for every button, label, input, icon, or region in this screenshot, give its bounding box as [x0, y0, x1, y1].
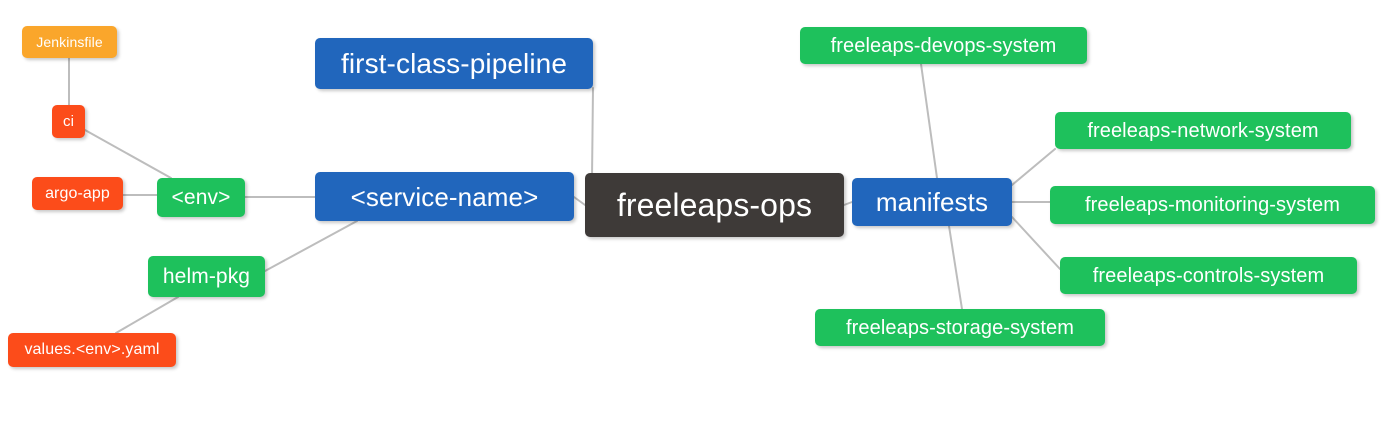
node-jenkinsfile[interactable]: Jenkinsfile — [22, 26, 117, 58]
node-label-argo-app: argo-app — [45, 184, 110, 202]
node-first-class-pipeline[interactable]: first-class-pipeline — [315, 38, 593, 89]
node-label-freeleaps-ops: freeleaps-ops — [616, 187, 813, 223]
edge-manifests-to-freeleaps-devops-system — [920, 63, 938, 179]
node-env[interactable]: <env> — [157, 178, 245, 217]
node-argo-app[interactable]: argo-app — [32, 177, 123, 210]
edge-helm-pkg-to-values-yaml — [115, 296, 179, 334]
node-label-freeleaps-monitoring-system: freeleaps-monitoring-system — [1084, 194, 1340, 216]
edge-manifests-to-freeleaps-storage-system — [948, 225, 963, 310]
edge-freeleaps-ops-to-service-name — [573, 196, 586, 206]
node-label-service-name: <service-name> — [350, 181, 539, 212]
node-freeleaps-ops[interactable]: freeleaps-ops — [585, 173, 844, 237]
node-label-freeleaps-controls-system: freeleaps-controls-system — [1092, 264, 1325, 287]
node-freeleaps-network-system[interactable]: freeleaps-network-system — [1055, 112, 1351, 149]
edge-freeleaps-ops-to-first-class-pipeline — [591, 87, 594, 179]
node-freeleaps-controls-system[interactable]: freeleaps-controls-system — [1060, 257, 1357, 294]
node-label-env: <env> — [171, 186, 231, 209]
node-freeleaps-monitoring-system[interactable]: freeleaps-monitoring-system — [1050, 186, 1375, 224]
node-values-yaml[interactable]: values.<env>.yaml — [8, 333, 176, 367]
edge-service-name-to-helm-pkg — [264, 220, 358, 272]
edge-env-to-ci — [84, 129, 172, 179]
node-helm-pkg[interactable]: helm-pkg — [148, 256, 265, 297]
node-label-freeleaps-network-system: freeleaps-network-system — [1087, 119, 1319, 142]
edge-manifests-to-freeleaps-network-system — [1011, 148, 1056, 186]
node-label-values-yaml: values.<env>.yaml — [24, 341, 160, 358]
node-label-ci: ci — [62, 113, 75, 130]
node-label-manifests: manifests — [875, 187, 989, 217]
node-freeleaps-devops-system[interactable]: freeleaps-devops-system — [800, 27, 1087, 64]
node-ci[interactable]: ci — [52, 105, 85, 138]
node-label-freeleaps-storage-system: freeleaps-storage-system — [845, 316, 1075, 339]
node-label-freeleaps-devops-system: freeleaps-devops-system — [830, 34, 1057, 57]
node-service-name[interactable]: <service-name> — [315, 172, 574, 221]
node-manifests[interactable]: manifests — [852, 178, 1012, 226]
node-freeleaps-storage-system[interactable]: freeleaps-storage-system — [815, 309, 1105, 346]
edge-freeleaps-ops-to-manifests — [843, 201, 853, 206]
node-label-helm-pkg: helm-pkg — [162, 265, 251, 288]
node-label-first-class-pipeline: first-class-pipeline — [340, 47, 568, 79]
node-label-jenkinsfile: Jenkinsfile — [36, 34, 103, 50]
edge-manifests-to-freeleaps-controls-system — [1011, 216, 1061, 270]
